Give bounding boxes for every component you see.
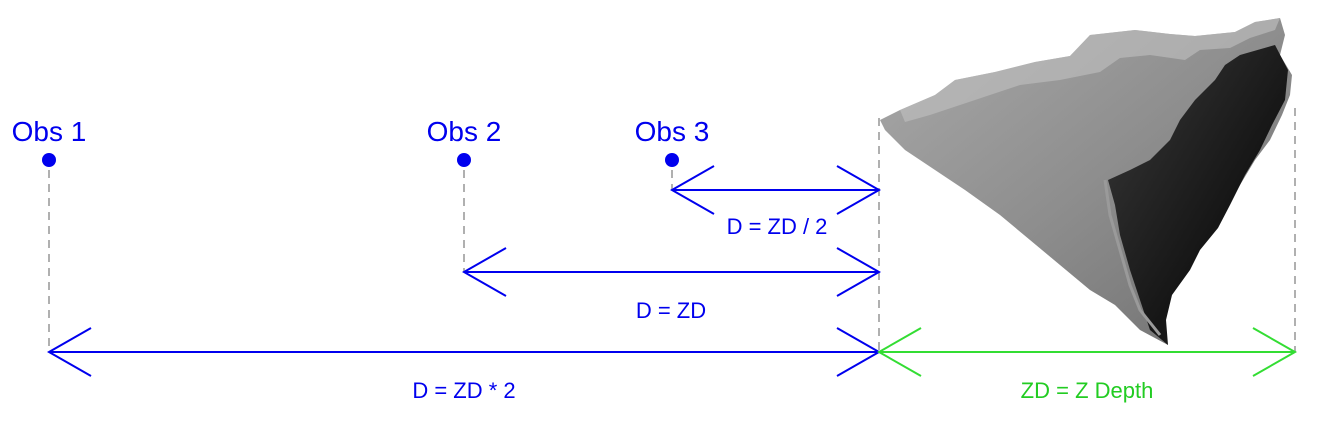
obs2-distance-arrow (461, 247, 882, 297)
grey-3d-mesh-shape (880, 18, 1292, 345)
obs1-dot (42, 153, 56, 167)
obs3-dot (665, 153, 679, 167)
obs2-label: Obs 2 (427, 116, 502, 147)
z-depth-arrow (876, 327, 1298, 377)
obs1-distance-label: D = ZD * 2 (412, 378, 515, 403)
obs2-distance-label: D = ZD (636, 298, 706, 323)
obs3-distance-arrow (669, 165, 882, 215)
obs1-distance-arrow (46, 327, 882, 377)
obs3-label: Obs 3 (635, 116, 710, 147)
obs3-distance-label: D = ZD / 2 (727, 214, 828, 239)
z-depth-label: ZD = Z Depth (1021, 378, 1154, 403)
obs1-label: Obs 1 (12, 116, 87, 147)
obs2-dot (457, 153, 471, 167)
